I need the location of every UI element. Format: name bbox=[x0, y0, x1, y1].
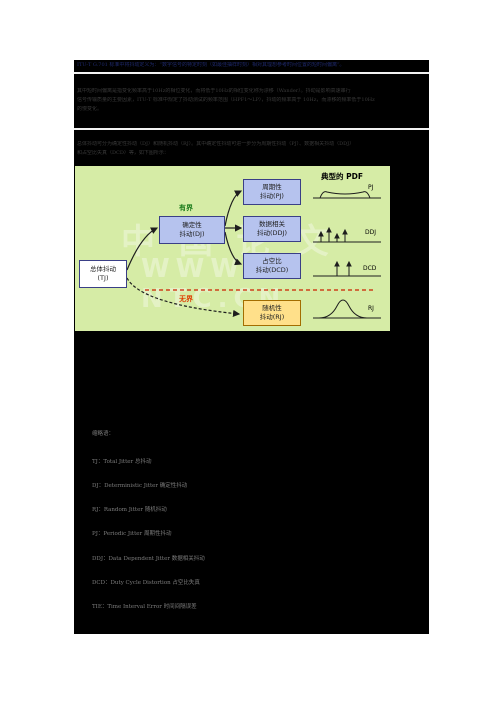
pdf-pj-curve bbox=[313, 191, 381, 199]
abbreviation-item: DJ：Deterministic Jitter 确定性抖动 bbox=[92, 483, 188, 489]
duty-cycle-jitter-box: 占空比 抖动(DCD) bbox=[243, 253, 301, 279]
abbreviations-title: 缩略语： bbox=[92, 431, 115, 437]
line-separator bbox=[74, 128, 429, 130]
abbreviation-item: DDJ：Data Dependent Jitter 数据相关抖动 bbox=[92, 556, 205, 562]
abbreviation-item: RJ：Random Jitter 随机抖动 bbox=[92, 507, 167, 513]
abbreviation-item: DCD：Duty Cycle Distortion 占空比失真 bbox=[92, 580, 200, 586]
pdf-ddj-label: DDJ bbox=[365, 229, 377, 236]
text-line-4: 的慢变化。 bbox=[77, 106, 103, 112]
unbounded-label: 无界 bbox=[179, 295, 193, 303]
pdf-rj-curve bbox=[313, 299, 381, 319]
periodic-jitter-box: 周期性 抖动(PJ) bbox=[243, 179, 301, 205]
abbreviation-item: PJ：Periodic Jitter 周期性抖动 bbox=[92, 531, 172, 537]
total-jitter-box: 总体抖动 (TJ) bbox=[79, 260, 127, 288]
data-dependent-jitter-box: 数据相关 抖动(DDJ) bbox=[243, 216, 301, 242]
pdf-dcd-curve bbox=[313, 260, 381, 277]
dark-page-block bbox=[74, 60, 429, 634]
bounded-label: 有界 bbox=[179, 204, 193, 212]
text-line-2: 其中短时间偏离是指变化频率高于10Hz的相位变化，而将低于10Hz的相位变化称为… bbox=[77, 88, 351, 94]
line-separator bbox=[74, 72, 429, 74]
abbreviation-item: TIE：Time Interval Error 时间间隔误差 bbox=[92, 604, 197, 610]
pdf-dcd-label: DCD bbox=[363, 265, 377, 272]
text-line-3: 信号传输质量的主要因素，ITU-T 标准中规定了抖动测试的频率范围（HPF1～L… bbox=[77, 97, 375, 103]
pdf-rj-label: RJ bbox=[368, 305, 374, 312]
pdf-title: 典型的 PDF bbox=[321, 172, 363, 181]
jitter-classification-diagram: 中 国 论 文 WWW. NTC.CN bbox=[75, 166, 390, 331]
deterministic-jitter-box: 确定性 抖动(DJ) bbox=[159, 216, 225, 244]
text-line-5: 总体抖动可分为确定性抖动（DJ）和随机抖动（RJ）。其中确定性抖动可进一步分为周… bbox=[77, 141, 355, 147]
diagram-connectors bbox=[126, 190, 381, 319]
pdf-ddj-curve bbox=[313, 226, 381, 243]
text-line-1: ITU-T G.701 标准中将抖动定义为：“数字信号的特定时刻（如最佳抽样时刻… bbox=[77, 62, 345, 68]
pdf-pj-label: PJ bbox=[368, 184, 374, 191]
abbreviation-item: TJ：Total Jitter 总抖动 bbox=[92, 459, 152, 465]
text-line-6: 和占空比失真（DCD）等，如下图所示： bbox=[77, 150, 169, 156]
random-jitter-box: 随机性 抖动(RJ) bbox=[243, 300, 301, 326]
